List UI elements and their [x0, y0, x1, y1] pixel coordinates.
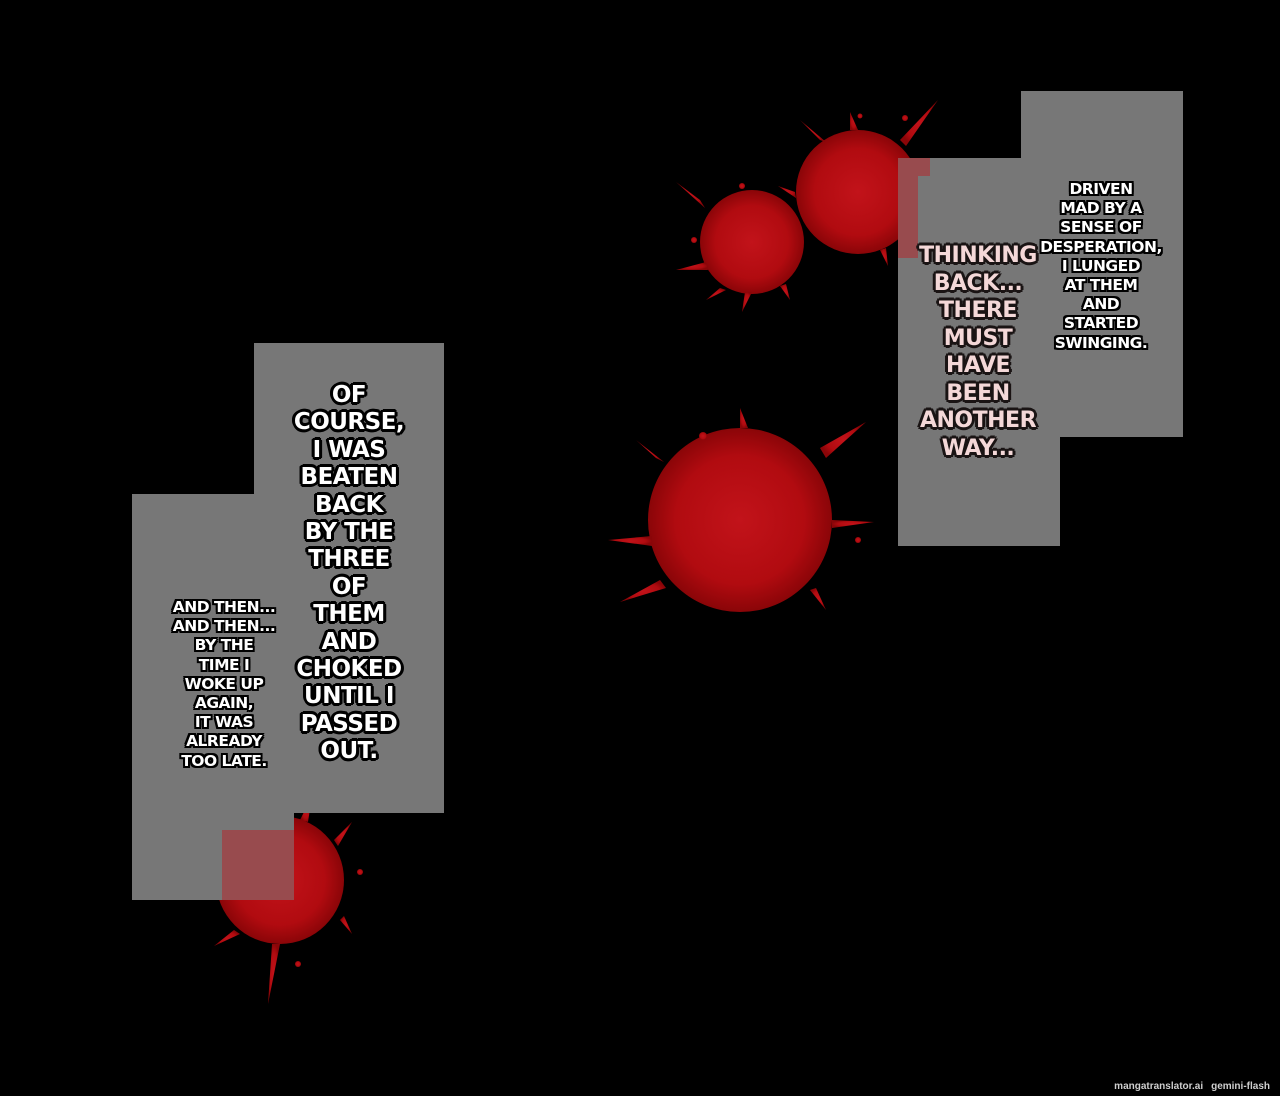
blood-splatter-top-right — [778, 100, 938, 266]
caption-thinking-back: Thinking back... there must have been an… — [919, 243, 1037, 461]
panel-left-lower — [132, 494, 294, 900]
blood-splatter-middle — [608, 408, 874, 612]
watermark-site: mangatranslator.ai — [1114, 1081, 1204, 1092]
caption-driven-mad: Driven mad by a sense of desperation, I … — [1040, 180, 1162, 352]
blood-splatter-top-left — [676, 182, 804, 312]
caption-and-then: And then... and then... by the time I wo… — [172, 598, 276, 770]
watermark-model: gemini-flash — [1211, 1081, 1270, 1092]
caption-of-course: Of course, I was beaten back by the thre… — [293, 382, 405, 765]
watermark: mangatranslator.ai gemini-flash — [1106, 1081, 1270, 1092]
panel-right-upper — [1021, 91, 1183, 437]
